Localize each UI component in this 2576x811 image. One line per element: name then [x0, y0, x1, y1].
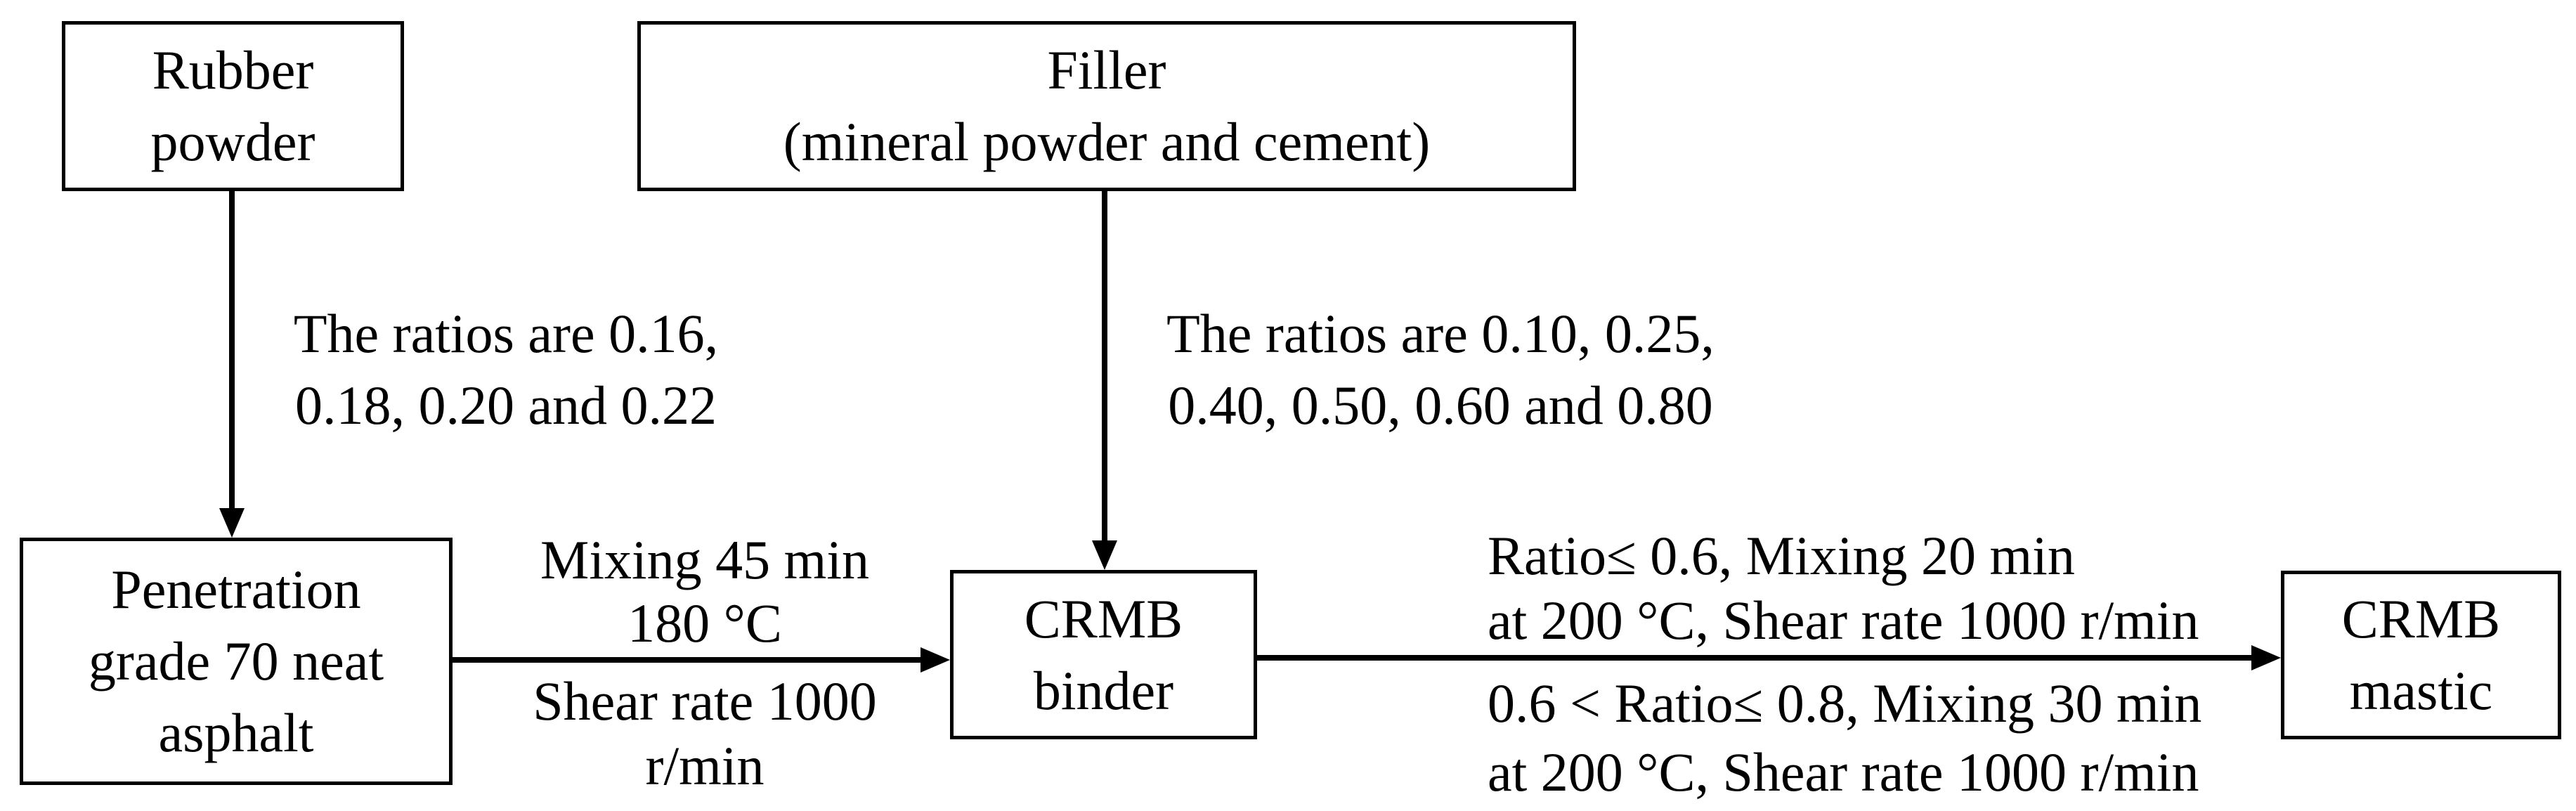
binder-mixing-above-line: Mixing 45 min: [540, 529, 870, 590]
neat-asphalt-box-line: asphalt: [158, 702, 314, 763]
binder-mixing-below-line: r/min: [645, 735, 765, 796]
asphalt-to-binder-arrowhead-icon: [921, 647, 950, 673]
mastic-mixing-below-label: 0.6 < Ratio≤ 0.8, Mixing 30 min at 200 °…: [1488, 669, 2202, 807]
neat-asphalt-box: Penetration grade 70 neat asphalt: [20, 538, 453, 785]
crmb-mastic-box: CRMB mastic: [2281, 571, 2561, 739]
filler-ratios-line: The ratios are 0.10, 0.25,: [1166, 303, 1715, 364]
mastic-mixing-below-line: 0.6 < Ratio≤ 0.8, Mixing 30 min: [1488, 673, 2202, 734]
binder-mixing-above-line: 180 °C: [627, 592, 782, 654]
neat-asphalt-box-line: grade 70 neat: [88, 630, 384, 692]
filler-box-line: Filler: [1047, 39, 1166, 100]
binder-to-mastic-arrowhead-icon: [2251, 645, 2281, 670]
crmb-binder-box-line: CRMB: [1024, 588, 1183, 649]
binder-mixing-below-line: Shear rate 1000: [533, 670, 877, 732]
rubber-ratios-line: The ratios are 0.16,: [293, 303, 719, 364]
rubber-to-asphalt-arrowhead-icon: [219, 508, 245, 538]
filler-box-line: (mineral powder and cement): [783, 111, 1431, 172]
rubber-powder-box: Rubber powder: [62, 21, 404, 191]
crmb-binder-box: CRMB binder: [950, 570, 1257, 739]
mastic-mixing-above-line: at 200 °C, Shear rate 1000 r/min: [1488, 590, 2199, 651]
crmb-mastic-box-line: CRMB: [2341, 588, 2501, 649]
rubber-ratios-line: 0.18, 0.20 and 0.22: [294, 375, 717, 436]
crmb-mastic-box-line: mastic: [2349, 660, 2493, 721]
binder-mixing-below-label: Shear rate 1000 r/min: [487, 669, 923, 798]
mastic-mixing-below-line: at 200 °C, Shear rate 1000 r/min: [1488, 741, 2199, 803]
rubber-powder-box-line: powder: [150, 111, 316, 172]
neat-asphalt-box-line: Penetration: [111, 559, 361, 620]
filler-box: Filler (mineral powder and cement): [637, 21, 1576, 191]
filler-to-binder-arrowhead-icon: [1092, 540, 1117, 570]
crmb-binder-box-line: binder: [1033, 659, 1174, 721]
rubber-ratios-label: The ratios are 0.16, 0.18, 0.20 and 0.22: [281, 298, 731, 441]
filler-ratios-line: 0.40, 0.50, 0.60 and 0.80: [1168, 375, 1713, 436]
filler-ratios-label: The ratios are 0.10, 0.25, 0.40, 0.50, 0…: [1156, 298, 1725, 441]
mastic-mixing-above-label: Ratio≤ 0.6, Mixing 20 min at 200 °C, She…: [1488, 524, 2199, 653]
binder-mixing-above-label: Mixing 45 min 180 °C: [487, 528, 923, 655]
mastic-mixing-above-line: Ratio≤ 0.6, Mixing 20 min: [1488, 525, 2075, 586]
rubber-powder-box-line: Rubber: [152, 39, 314, 100]
